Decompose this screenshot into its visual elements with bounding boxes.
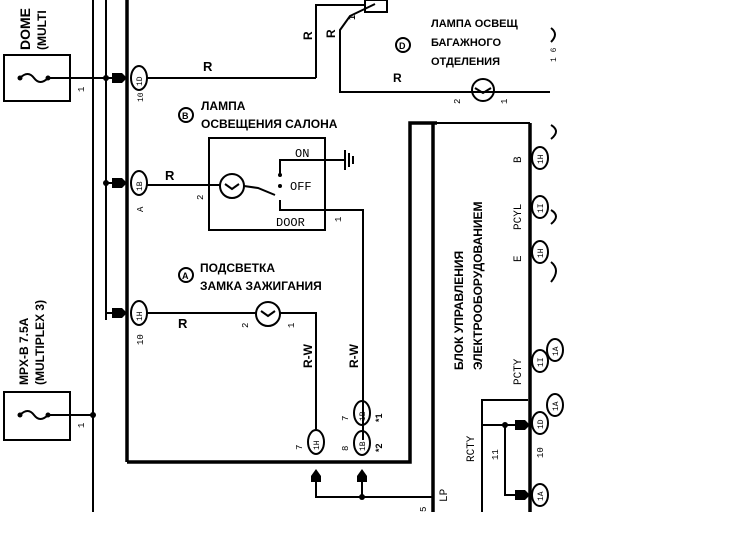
body-ecu: БЛОК УПРАВЛЕНИЯ ЭЛЕКТРООБОРУДОВАНИЕМ B P… [419,122,532,512]
svg-text:2: 2 [196,195,206,200]
svg-text:A: A [136,206,146,212]
ground-icon [344,150,354,170]
svg-text:7: 7 [341,416,351,421]
svg-text:A: A [182,271,189,281]
wire-color-label: R [203,59,213,74]
wire-color-label: R [165,168,175,183]
svg-text:5: 5 [419,507,429,512]
svg-text:ЛАМПА: ЛАМПА [201,99,246,113]
svg-text:1B: 1B [359,441,368,451]
svg-text:1: 1 [77,87,87,92]
connector-arrow-icon [112,308,127,318]
svg-text:2: 2 [453,99,463,104]
svg-text:ОСВЕЩЕНИЯ САЛОНА: ОСВЕЩЕНИЯ САЛОНА [201,117,338,131]
svg-text:E: E [513,255,525,262]
ecu-connectors: 1H 1I 1H 1I 1D 10 1A 1A 1A [531,124,564,507]
fuse-dome: DOME (MULTI 1 [3,8,87,102]
connector-arrow-icon [311,469,321,482]
connector-1b-bottom-2: 1B 8 *2 [341,430,384,456]
svg-text:1: 1 [347,15,357,20]
lamp-d-trunk: D ЛАМПА ОСВЕЩ БАГАЖНОГО ОТДЕЛЕНИЯ 2 1 [395,18,519,104]
svg-text:*1: *1 [374,413,384,422]
svg-text:OFF: OFF [290,180,312,194]
svg-text:PCTY: PCTY [513,358,525,385]
svg-text:PCYL: PCYL [513,204,525,230]
wire-color-label: R [324,29,338,38]
svg-text:1: 1 [334,217,344,222]
svg-text:7: 7 [295,445,305,450]
svg-text:RCTY: RCTY [466,435,478,462]
svg-text:ЗАМКА ЗАЖИГАНИЯ: ЗАМКА ЗАЖИГАНИЯ [200,279,322,293]
svg-text:*2: *2 [374,443,384,452]
svg-text:DOME: DOME [17,8,33,50]
svg-text:(MULTIPLEX 3): (MULTIPLEX 3) [33,300,47,385]
svg-text:B: B [513,156,525,163]
svg-text:11: 11 [491,449,501,460]
svg-text:2: 2 [241,323,251,328]
connector-arrow-icon [515,490,530,500]
wire-color-label: R [178,316,188,331]
svg-text:B: B [182,111,189,121]
svg-text:1I: 1I [537,203,546,213]
svg-text:1 6: 1 6 [550,47,559,62]
svg-text:1: 1 [500,99,510,104]
svg-text:1D: 1D [537,419,546,429]
svg-text:ПОДСВЕТКА: ПОДСВЕТКА [200,261,275,275]
svg-text:1A: 1A [537,491,546,501]
svg-text:LP: LP [439,488,451,502]
connector-arrow-icon [515,420,530,430]
svg-text:1I: 1I [537,357,546,367]
svg-text:1D: 1D [136,76,145,86]
svg-text:ОТДЕЛЕНИЯ: ОТДЕЛЕНИЯ [431,56,500,68]
lamp-b-interior: B ЛАМПА ОСВЕЩЕНИЯ САЛОНА ON OFF DOOR 2 1 [178,99,364,440]
svg-text:10: 10 [137,92,146,102]
svg-text:10: 10 [536,447,546,458]
fuse-mpx-b: MPX-B 7.5A (MULTIPLEX 3) 1 [3,300,87,441]
connector-1d: 1D 10 [130,65,148,102]
connector-1h: 1H 10 [130,300,148,345]
svg-text:DOOR: DOOR [276,216,305,230]
svg-text:1A: 1A [552,346,561,356]
connector-1h-bottom: 1H 7 [295,429,325,455]
lamp-a-ignition: A ПОДСВЕТКА ЗАМКА ЗАЖИГАНИЯ 2 1 [178,261,322,328]
svg-text:ЛАМПА ОСВЕЩ: ЛАМПА ОСВЕЩ [431,18,519,30]
svg-text:MPX-B 7.5A: MPX-B 7.5A [17,317,31,385]
svg-text:1H: 1H [136,311,145,321]
connector-1b: 1B A [130,170,148,212]
svg-text:БАГАЖНОГО: БАГАЖНОГО [431,37,501,49]
wire-color-label: R-W [347,343,361,368]
wire-color-label: R [301,31,315,40]
connector-arrow-icon [112,178,127,188]
svg-text:1H: 1H [537,154,546,164]
svg-text:ЭЛЕКТРООБОРУДОВАНИЕМ: ЭЛЕКТРООБОРУДОВАНИЕМ [471,201,485,370]
wire-color-label: R [393,71,402,85]
svg-text:1: 1 [77,423,87,428]
svg-text:D: D [399,41,406,51]
connector-arrow-icon [112,73,127,83]
svg-text:1B: 1B [136,181,145,191]
connector-arrow-icon [357,469,367,482]
svg-text:1: 1 [287,323,297,328]
svg-text:БЛОК УПРАВЛЕНИЯ: БЛОК УПРАВЛЕНИЯ [452,251,466,370]
svg-text:1B: 1B [359,411,368,421]
svg-text:10: 10 [136,334,146,345]
svg-text:8: 8 [341,446,351,451]
svg-text:ON: ON [295,147,309,161]
svg-text:1A: 1A [552,401,561,411]
svg-text:(MULTI: (MULTI [35,10,49,50]
svg-text:1H: 1H [313,440,322,450]
wire-color-label: R-W [301,343,315,368]
svg-text:1H: 1H [537,248,546,258]
connector-1b-bottom-1: 1B 7 *1 [341,400,384,426]
